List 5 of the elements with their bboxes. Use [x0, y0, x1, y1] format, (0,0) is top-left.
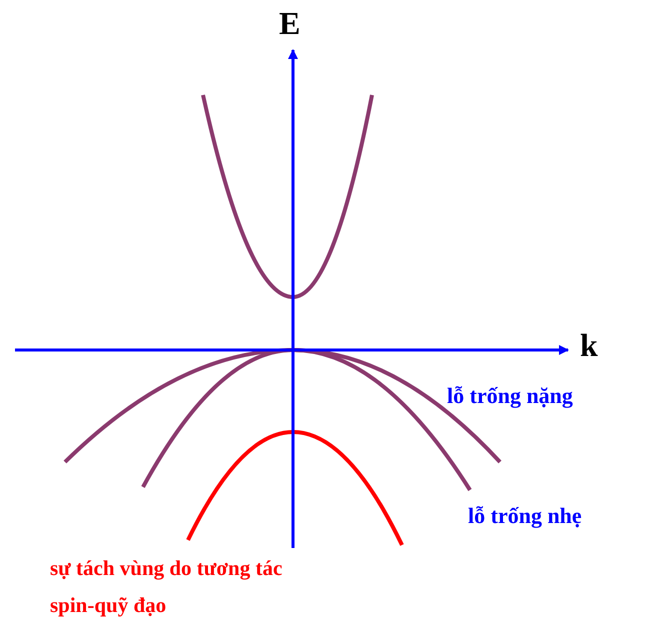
band-label: lỗ trống nhẹ	[468, 503, 582, 530]
band-label: sự tách vùng do tương tác spin-quỹ đạo	[50, 555, 284, 619]
band-label: lỗ trống nặng	[447, 383, 573, 410]
axis-label: k	[580, 328, 598, 364]
axis-label: E	[279, 6, 300, 42]
